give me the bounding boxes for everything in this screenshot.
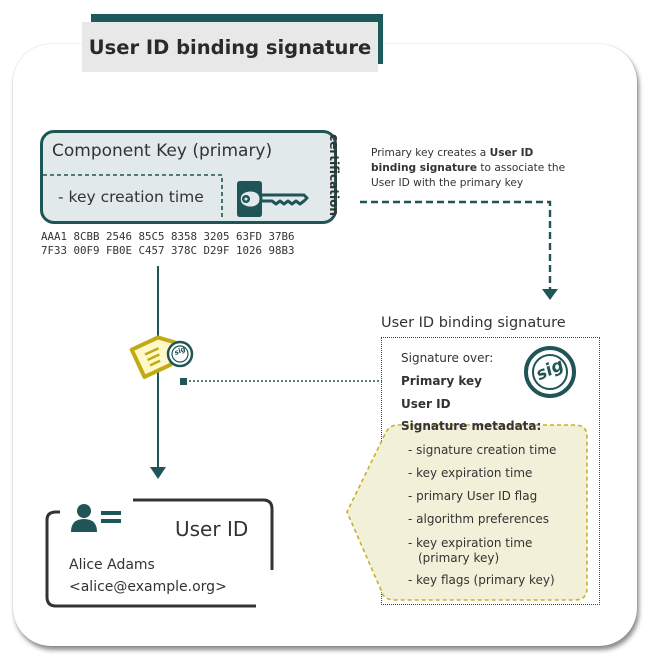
user-id-email: <alice@example.org> <box>69 579 227 595</box>
sig-seal-icon <box>524 346 576 398</box>
user-id-card <box>45 498 274 608</box>
signature-item-user-id: User ID <box>401 397 451 411</box>
fingerprint-line-1: AAA1 8CBB 2546 85C5 8358 3205 63FD 37B6 <box>41 230 295 243</box>
signature-link-line <box>180 378 382 385</box>
metadata-item: (primary key) <box>418 551 500 565</box>
key-glyph <box>237 188 309 210</box>
metadata-item: - primary User ID flag <box>408 489 538 503</box>
component-key-title: Component Key (primary) <box>52 141 273 161</box>
page-title: User ID binding signature <box>88 35 372 59</box>
certification-connector <box>360 200 558 300</box>
signature-panel-title: User ID binding signature <box>381 315 566 331</box>
signature-badge-icon <box>166 340 194 368</box>
contact-card-icon <box>71 504 121 532</box>
signature-item-primary-key: Primary key <box>401 374 482 388</box>
component-key-box <box>40 130 337 224</box>
component-key-divider <box>43 174 223 217</box>
metadata-item: - algorithm preferences <box>408 512 550 526</box>
explanation-text: Primary key creates a User ID binding si… <box>371 147 566 189</box>
fingerprint-line-2: 7F33 00F9 FB0E C457 378C D29F 1026 98B3 <box>41 244 295 257</box>
metadata-item: - signature creation time <box>408 443 557 457</box>
metadata-item: - key expiration time <box>408 466 533 480</box>
metadata-region <box>346 424 588 601</box>
metadata-item: - key flags (primary key) <box>408 573 555 587</box>
signature-intro: Signature over: <box>401 351 494 365</box>
metadata-item: - key expiration time <box>408 536 533 550</box>
key-creation-time-field: - key creation time <box>58 188 204 206</box>
signature-metadata-label: Signature metadata: <box>401 419 542 433</box>
user-id-heading: User ID <box>175 517 249 541</box>
title-box: User ID binding signature <box>82 22 378 72</box>
user-id-name: Alice Adams <box>69 557 155 573</box>
